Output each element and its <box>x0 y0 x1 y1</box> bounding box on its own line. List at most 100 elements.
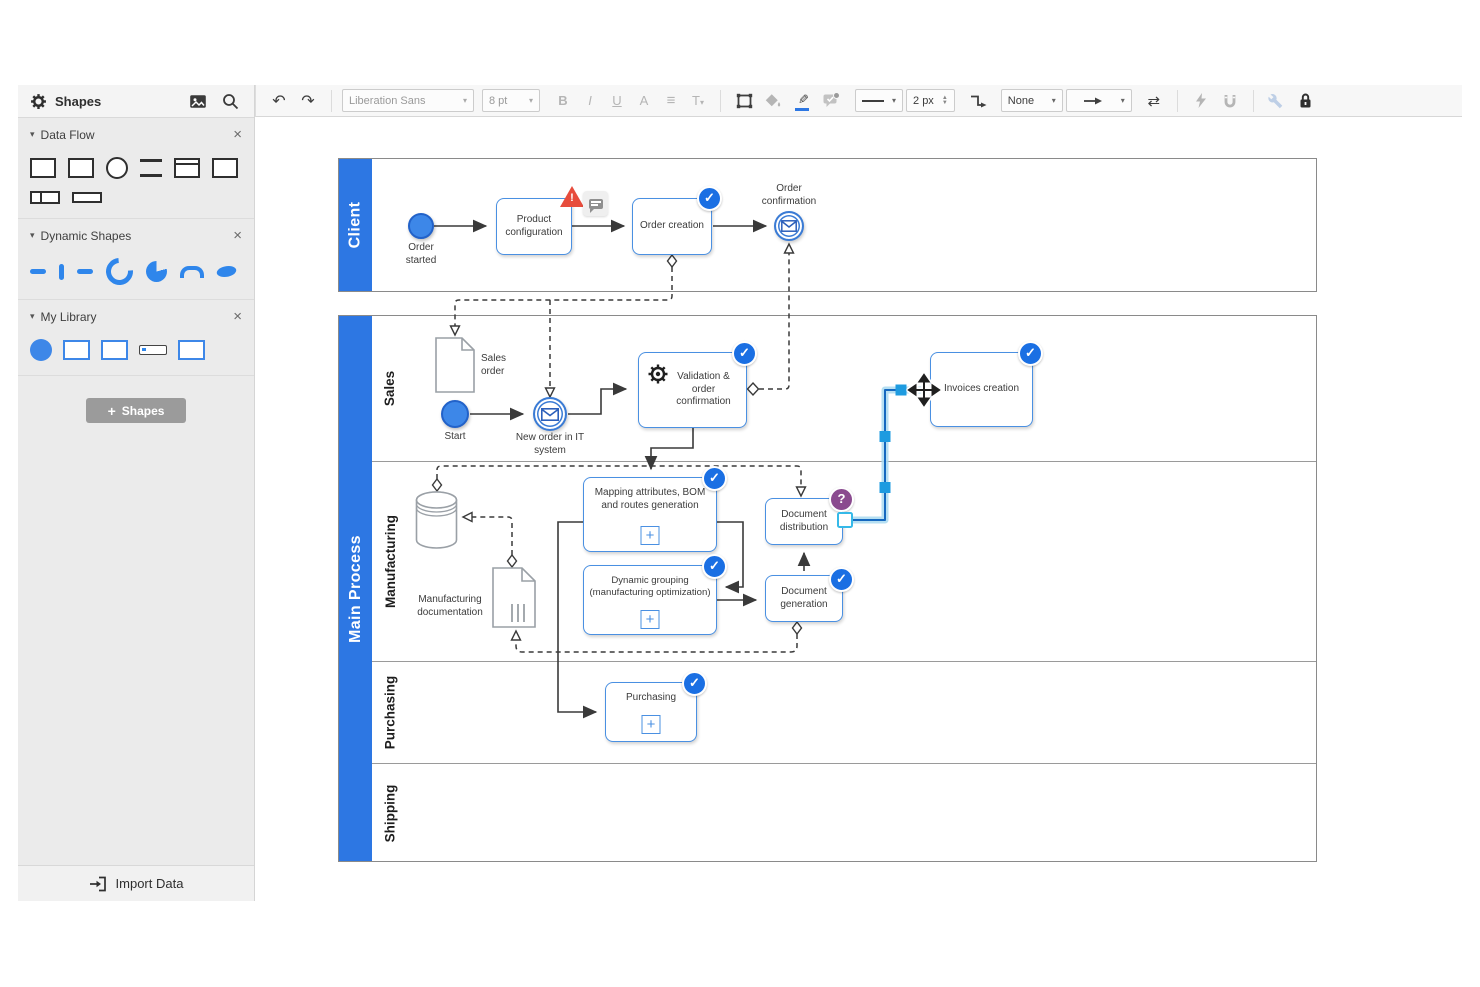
comment-style-button[interactable] <box>818 89 844 113</box>
shape-parallel-lines[interactable] <box>140 159 162 177</box>
node-order-confirmation-event[interactable] <box>774 211 804 241</box>
status-done-badge[interactable]: ✓ <box>702 466 727 491</box>
label-order-creation: Order creation <box>640 220 704 233</box>
lane-shipping[interactable]: Shipping <box>372 763 1316 863</box>
collapse-icon[interactable]: ▾ <box>30 311 35 322</box>
bold-button[interactable]: B <box>551 93 575 108</box>
reverse-connector-button[interactable]: ⇄ <box>1141 89 1167 113</box>
close-icon[interactable]: × <box>233 227 242 244</box>
node-dynamic-grouping[interactable]: Dynamic grouping (manufacturing optimiza… <box>583 565 717 635</box>
quick-actions-button[interactable] <box>1188 89 1214 113</box>
section-data-flow-label[interactable]: Data Flow <box>41 128 95 142</box>
status-done-badge[interactable]: ✓ <box>682 671 707 696</box>
shape-blue-circle[interactable] <box>30 339 52 361</box>
node-new-order-event[interactable] <box>533 397 567 431</box>
shape-progress-vbar[interactable] <box>59 264 64 280</box>
shape-blue-rectangle[interactable] <box>178 340 205 360</box>
node-start[interactable] <box>441 400 469 428</box>
shape-slim-rectangle[interactable] <box>72 192 102 203</box>
lane-purchasing[interactable]: Purchasing <box>372 661 1316 763</box>
align-button[interactable]: ≡ <box>659 92 683 109</box>
pool-main-header[interactable]: Main Process <box>339 316 372 861</box>
search-shapes-button[interactable] <box>218 89 242 113</box>
image-icon <box>189 93 207 110</box>
subprocess-plus-icon[interactable]: + <box>641 610 660 629</box>
label-order-started: Order started <box>392 241 450 267</box>
fill-color-button[interactable] <box>760 89 786 113</box>
pool-client[interactable]: Client <box>338 158 1317 292</box>
connector-type-button[interactable] <box>966 89 992 113</box>
import-icon <box>89 876 107 892</box>
subprocess-plus-icon[interactable]: + <box>641 526 660 545</box>
status-done-badge[interactable]: ✓ <box>829 567 854 592</box>
text-options-button[interactable]: T▾ <box>686 93 710 108</box>
section-dynamic-shapes: ▾ Dynamic Shapes × <box>18 219 254 300</box>
add-shapes-button[interactable]: + Shapes <box>86 398 186 423</box>
section-dynamic-shapes-label[interactable]: Dynamic Shapes <box>41 229 132 243</box>
status-question-badge[interactable]: ? <box>829 487 854 512</box>
shape-header-rectangle[interactable] <box>174 158 200 178</box>
status-done-badge[interactable]: ✓ <box>1018 341 1043 366</box>
shape-progress-dash[interactable] <box>77 269 93 274</box>
shape-pie-progress[interactable] <box>146 261 167 282</box>
shape-rounded-blob[interactable] <box>216 266 238 277</box>
shape-rectangle[interactable] <box>30 158 56 178</box>
node-manufacturing-doc[interactable] <box>492 567 536 628</box>
lock-button[interactable] <box>1293 89 1319 113</box>
node-mapping[interactable]: Mapping attributes, BOM and routes gener… <box>583 477 717 552</box>
shape-blue-rectangle[interactable] <box>63 340 90 360</box>
line-width-stepper[interactable]: 2 px ▲▼ <box>906 89 955 112</box>
line-style-select[interactable]: ▾ <box>855 89 903 112</box>
shape-frame-button[interactable] <box>731 89 757 113</box>
shape-gauge-arc[interactable] <box>180 266 204 278</box>
subprocess-plus-icon[interactable]: + <box>642 715 661 734</box>
line-start-select[interactable]: None ▾ <box>1001 89 1063 112</box>
node-database[interactable] <box>415 490 458 550</box>
node-document-distribution[interactable]: Document distribution ? <box>765 498 843 545</box>
node-purchasing[interactable]: Purchasing + ✓ <box>605 682 697 742</box>
italic-button[interactable]: I <box>578 93 602 108</box>
wrench-icon <box>1268 92 1285 109</box>
close-icon[interactable]: × <box>233 308 242 325</box>
font-size-select[interactable]: 8 pt ▾ <box>482 89 540 112</box>
redo-button[interactable]: ↷ <box>295 89 321 113</box>
shape-circle[interactable] <box>106 157 128 179</box>
section-my-library-label[interactable]: My Library <box>41 310 97 324</box>
undo-button[interactable]: ↶ <box>266 89 292 113</box>
status-done-badge[interactable]: ✓ <box>702 554 727 579</box>
comment-icon[interactable] <box>583 191 608 216</box>
node-order-started[interactable] <box>408 213 434 239</box>
node-sales-order-doc[interactable] <box>435 337 475 393</box>
pool-main-title: Main Process <box>347 535 365 643</box>
shape-rectangle[interactable] <box>212 158 238 178</box>
close-icon[interactable]: × <box>233 126 242 143</box>
node-invoices-creation[interactable]: Invoices creation ✓ <box>930 352 1033 427</box>
collapse-icon[interactable]: ▾ <box>30 230 35 241</box>
shape-rectangle[interactable] <box>68 158 94 178</box>
pool-client-header[interactable]: Client <box>339 159 372 291</box>
shape-progress-dash[interactable] <box>30 269 46 274</box>
snap-button[interactable] <box>1217 89 1243 113</box>
shape-progress-bar[interactable] <box>139 345 167 355</box>
node-product-configuration[interactable]: Product configuration ! <box>496 198 572 255</box>
status-done-badge[interactable]: ✓ <box>732 341 757 366</box>
image-library-button[interactable] <box>186 89 210 113</box>
underline-button[interactable]: U <box>605 93 629 108</box>
shape-divided-bar[interactable] <box>30 191 60 204</box>
line-color-button[interactable]: ✎ <box>789 89 815 113</box>
paint-bucket-icon <box>764 92 782 109</box>
shape-ring-progress[interactable] <box>100 252 138 290</box>
fix-button[interactable] <box>1264 89 1290 113</box>
shape-blue-rectangle[interactable] <box>101 340 128 360</box>
import-data-button[interactable]: Import Data <box>18 865 254 901</box>
text-color-button[interactable]: A <box>632 93 656 108</box>
toolbar-divider <box>1177 90 1178 112</box>
line-end-select[interactable]: ▾ <box>1066 89 1132 112</box>
node-order-creation[interactable]: Order creation ✓ <box>632 198 712 255</box>
status-done-badge[interactable]: ✓ <box>697 186 722 211</box>
node-validation[interactable]: Validation & order confirmation ✓ <box>638 352 747 428</box>
font-family-select[interactable]: Liberation Sans ▾ <box>342 89 474 112</box>
stepper-arrows[interactable]: ▲▼ <box>942 96 948 106</box>
node-document-generation[interactable]: Document generation ✓ <box>765 575 843 622</box>
collapse-icon[interactable]: ▾ <box>30 129 35 140</box>
